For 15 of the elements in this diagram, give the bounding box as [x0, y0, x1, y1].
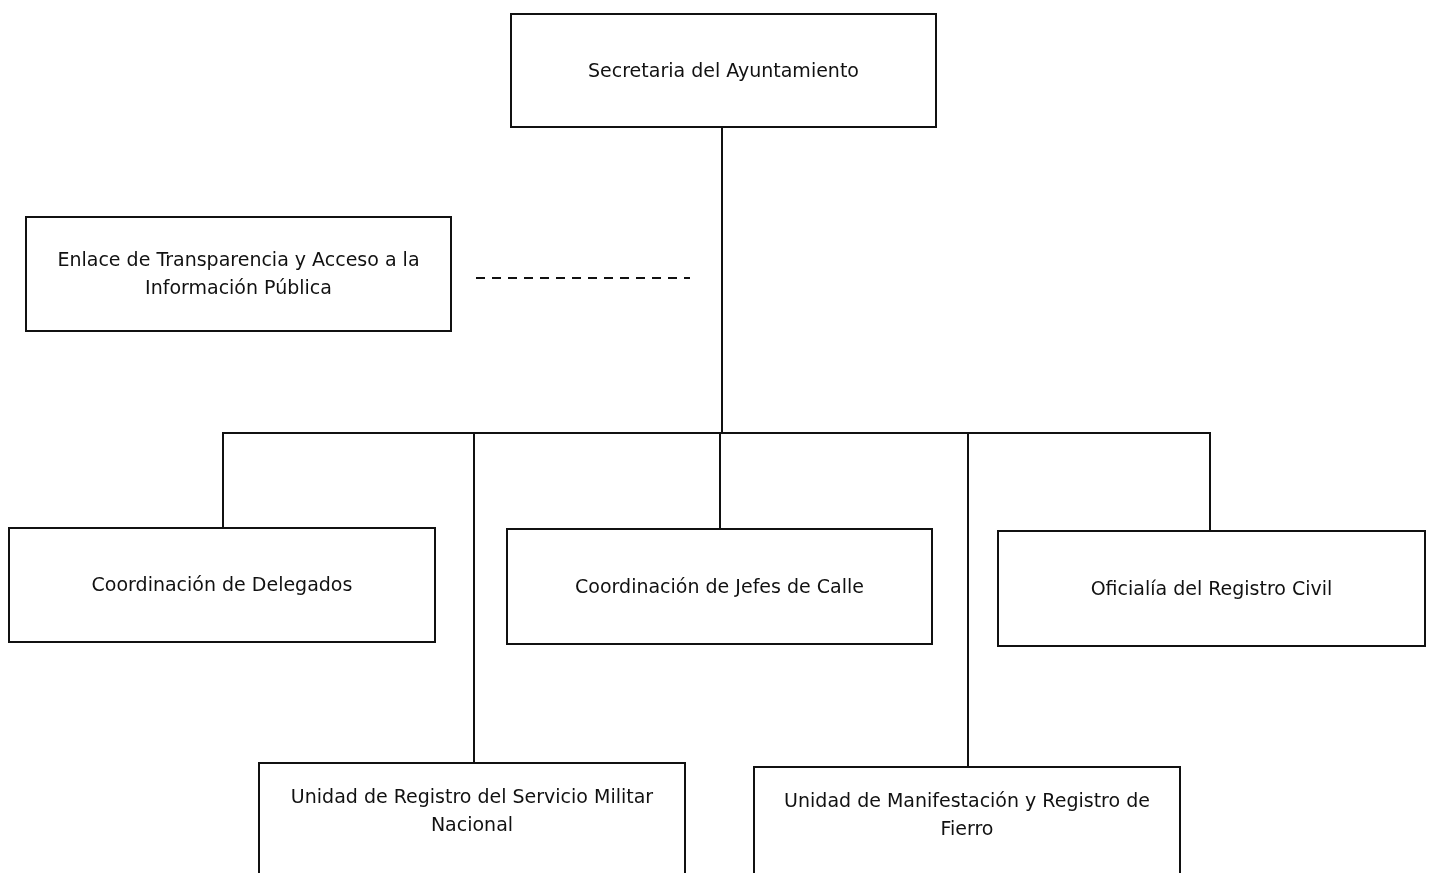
unit-name: Oficialía del Registro Civil	[1089, 575, 1334, 601]
org-unit-box	[506, 528, 933, 645]
org-unit-box	[8, 527, 436, 643]
dashed-connector	[475, 277, 691, 279]
org-unit-box	[997, 530, 1426, 647]
unit-name: Unidad de Manifestación y Registro de Fierro	[783, 787, 1151, 841]
org-unit-box	[25, 216, 452, 332]
org-unit-box	[510, 13, 937, 128]
unit-name: Secretaria del Ayuntamiento	[587, 57, 860, 83]
unit-name: Enlace de Transparencia y Acceso a la Información Pública	[56, 247, 421, 300]
unit-name: Coordinación de Delegados	[90, 572, 354, 598]
unit-name: Unidad de Registro del Servicio Militar Nacional	[289, 783, 655, 837]
org-unit-box	[753, 766, 1181, 873]
org-unit-box	[258, 762, 686, 873]
unit-name: Coordinación de Jefes de Calle	[574, 573, 865, 599]
